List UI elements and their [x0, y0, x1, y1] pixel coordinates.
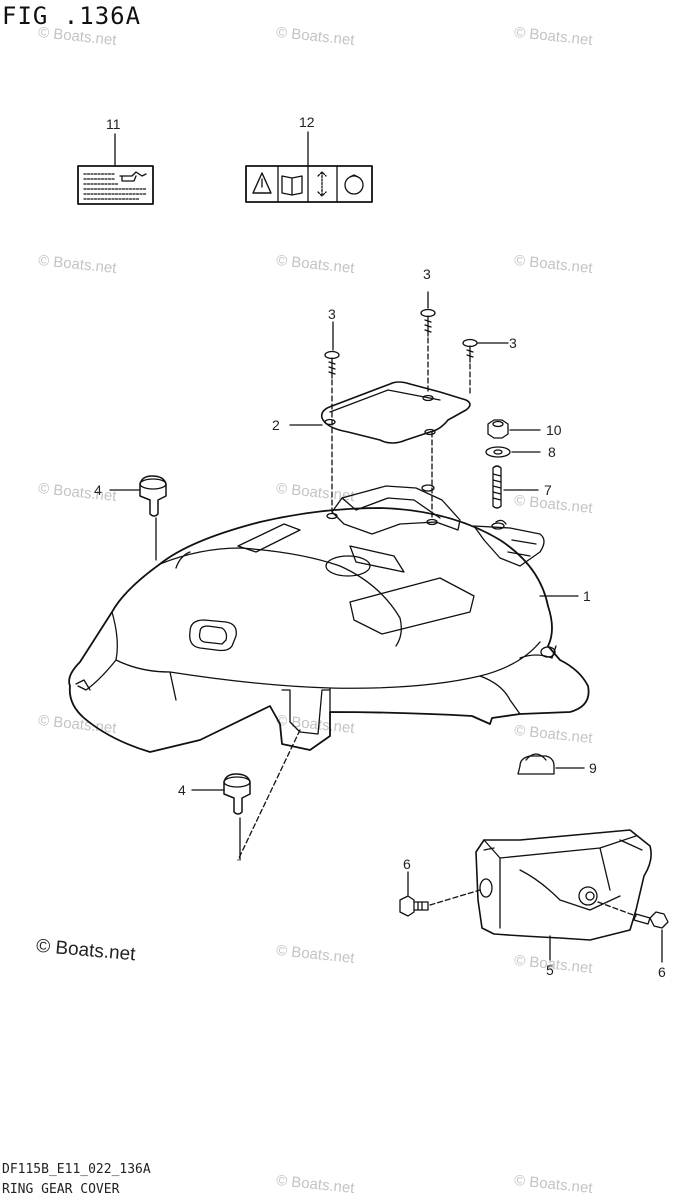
callout-4: 4 [178, 782, 186, 798]
clip-part [517, 753, 555, 775]
callout-12: 12 [299, 114, 315, 130]
callout-3: 3 [423, 266, 431, 282]
lower-bracket-part [475, 829, 652, 941]
figure-title: FIG .136A [2, 2, 142, 30]
callout-5: 5 [546, 962, 554, 978]
bracket-plate-part [320, 381, 471, 444]
callout-9: 9 [589, 760, 597, 776]
washer-part [485, 446, 511, 458]
screw-part [324, 350, 340, 379]
callout-7: 7 [544, 482, 552, 498]
callout-3: 3 [509, 335, 517, 351]
callout-4: 4 [94, 482, 102, 498]
flange-bolt-part [633, 911, 669, 929]
warning-label-part [245, 165, 373, 203]
diagram-caption: RING GEAR COVER [2, 1182, 120, 1197]
grommet-part [139, 475, 167, 517]
callout-11: 11 [106, 116, 121, 132]
flange-bolt-part [399, 895, 429, 917]
callout-10: 10 [546, 422, 562, 438]
nut-part [487, 419, 509, 439]
callout-2: 2 [272, 417, 280, 433]
callout-1: 1 [583, 588, 591, 604]
ring-gear-cover-part [68, 484, 590, 753]
oil-label-part [77, 165, 154, 205]
callout-6: 6 [403, 856, 411, 872]
callout-6: 6 [658, 964, 666, 980]
callout-3: 3 [328, 306, 336, 322]
stud-bolt-part [492, 465, 502, 509]
screw-part [420, 308, 436, 337]
callout-8: 8 [548, 444, 556, 460]
grommet-part [223, 773, 251, 815]
diagram-code: DF115B_E11_022_136A [2, 1162, 151, 1177]
screw-part [462, 338, 478, 363]
